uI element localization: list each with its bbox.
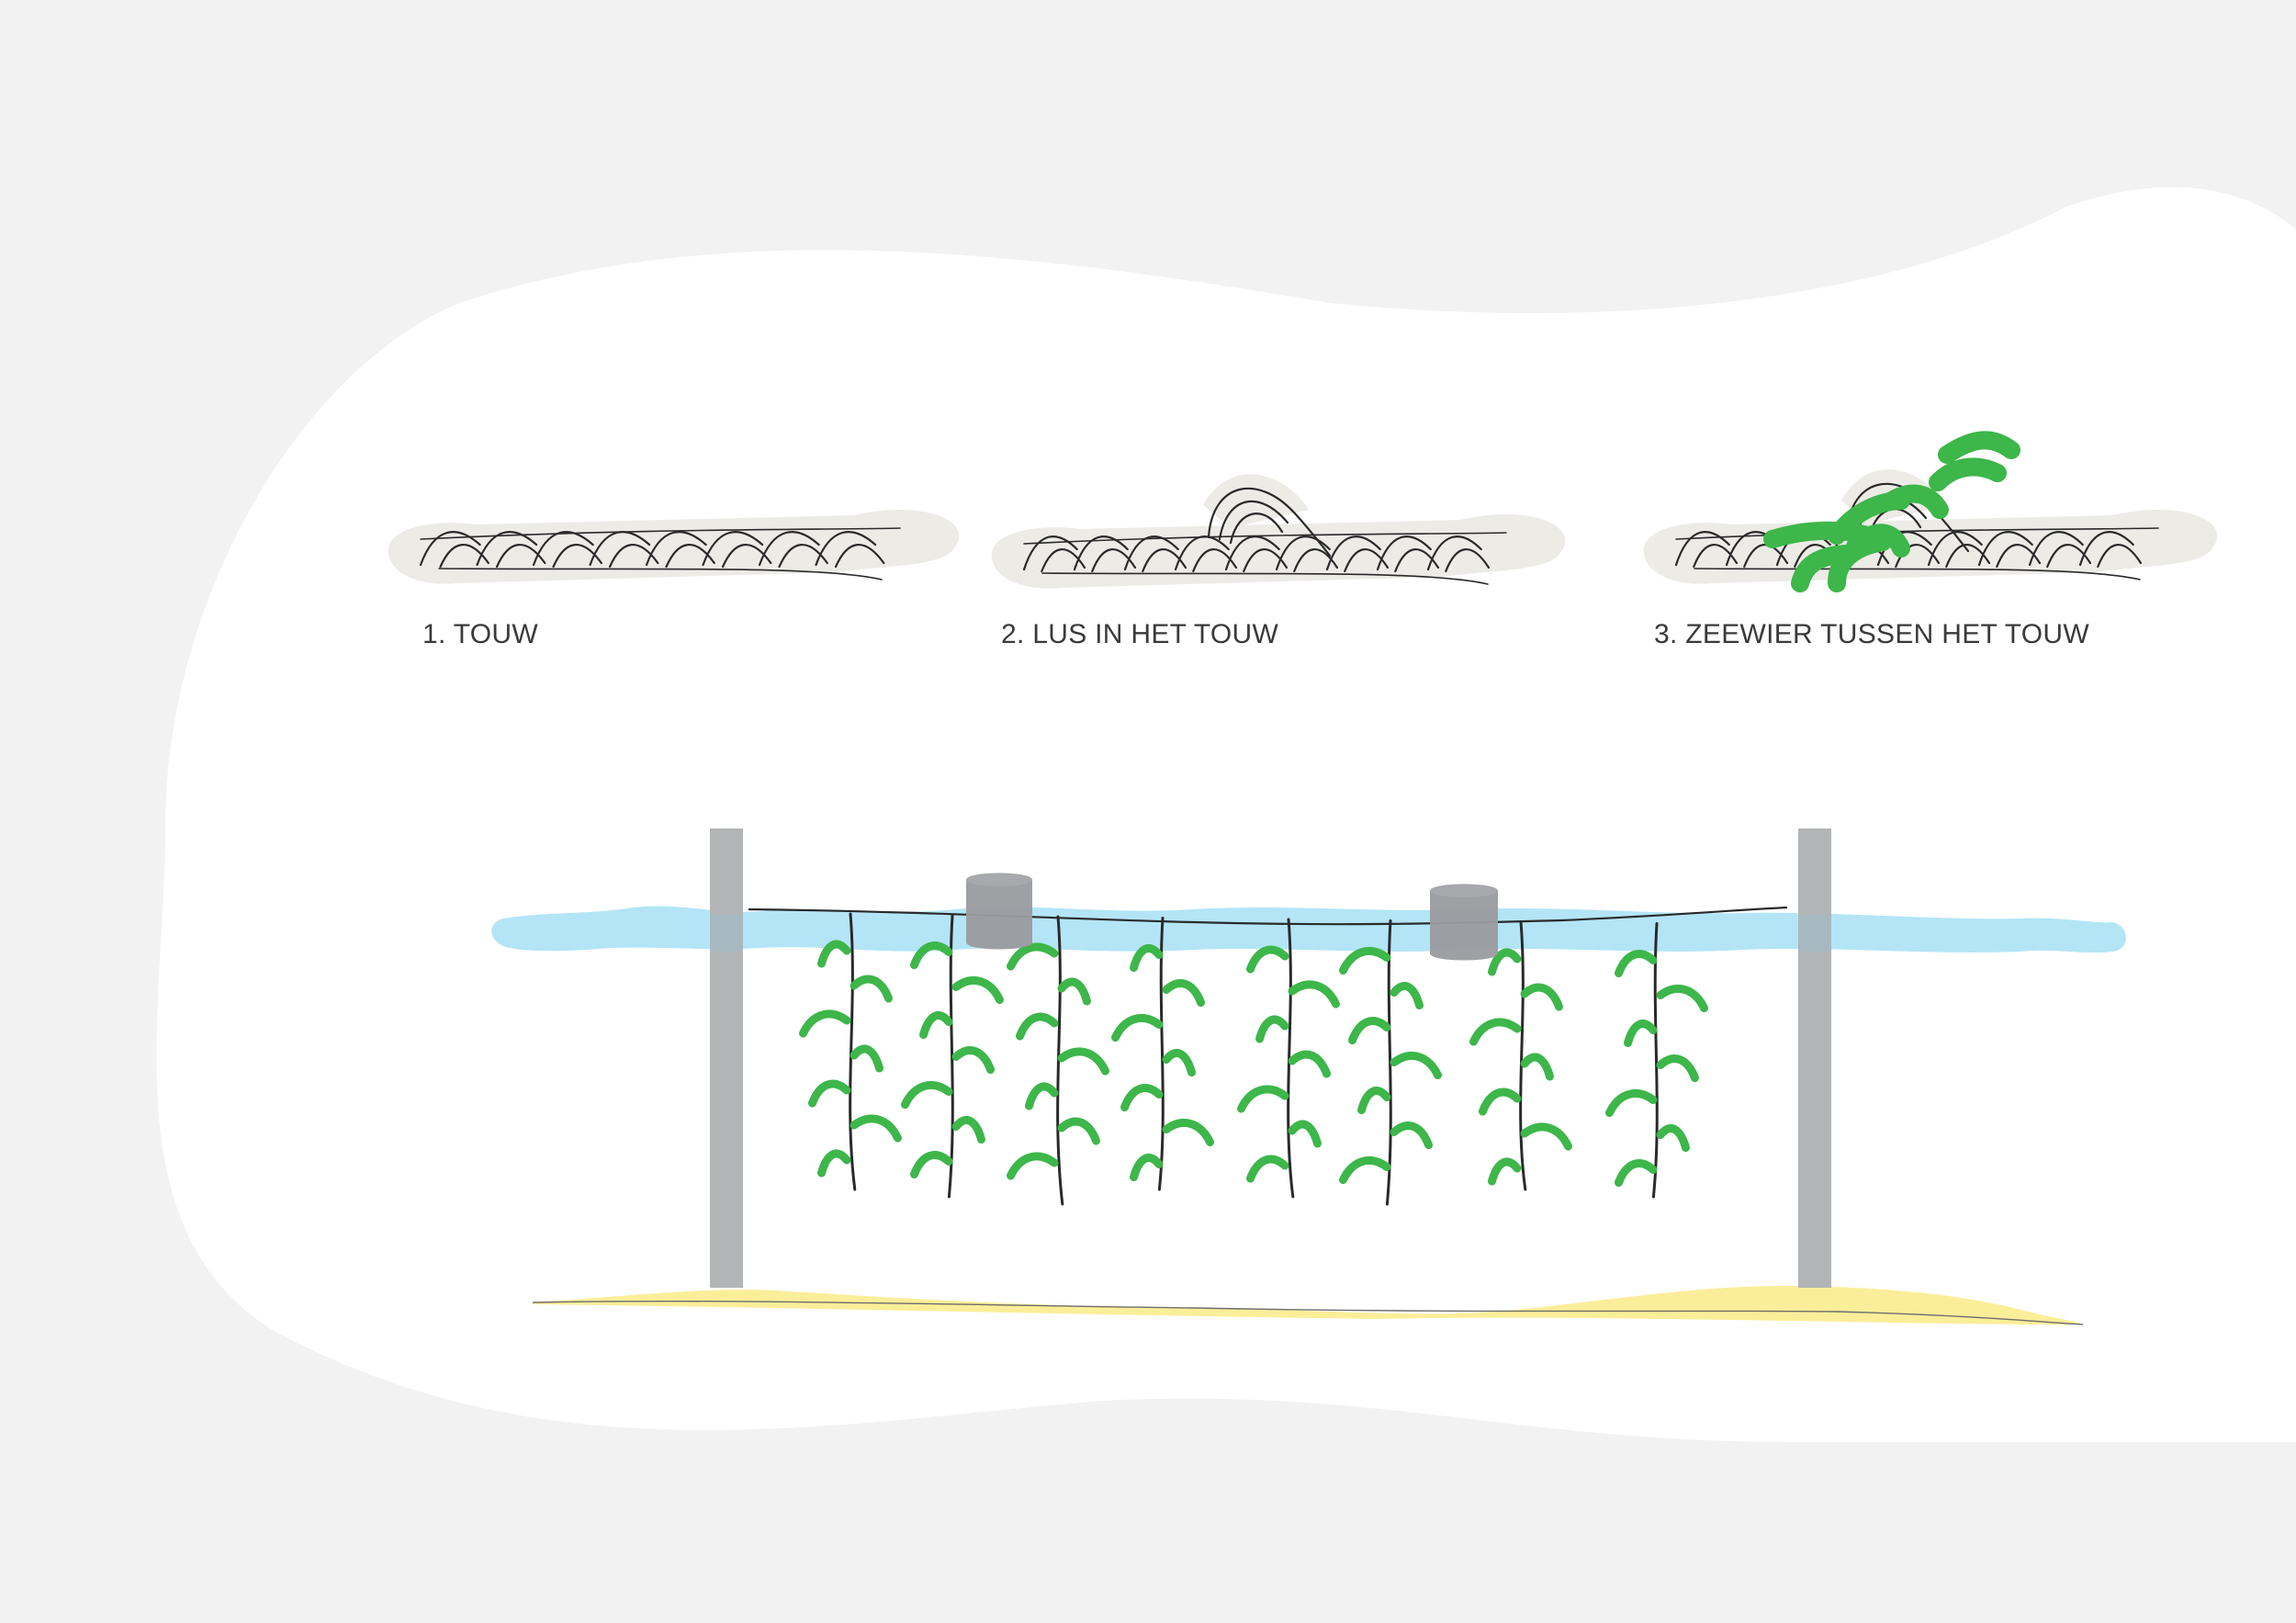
seaweed-blade — [1656, 1124, 1690, 1152]
seaweed-blade — [1390, 1121, 1433, 1149]
seaweed-blade — [1520, 1053, 1554, 1081]
seaweed-blade — [919, 1011, 953, 1039]
seaweed-blade — [1938, 431, 2020, 464]
seaweed-blade — [1479, 1088, 1522, 1116]
rope-step-3 — [1643, 431, 2218, 592]
seaweed-blade — [817, 1149, 851, 1178]
seaweed-blade — [1390, 982, 1424, 1009]
hanging-line — [849, 912, 857, 1191]
seaweed-blade — [850, 1114, 902, 1143]
hanging-line — [1519, 920, 1527, 1191]
seaweed-blade — [1469, 1018, 1522, 1046]
rope-loop — [1207, 487, 1332, 558]
seaweed-blade — [808, 1079, 851, 1108]
water-surface — [491, 906, 2126, 953]
seaweed-blade — [1390, 1051, 1442, 1079]
seaweed-blade — [1237, 1085, 1289, 1113]
seaweed-blade — [1520, 1122, 1572, 1151]
seaweed-blade — [1348, 1017, 1391, 1044]
seaweed-blade — [1162, 979, 1205, 1007]
seaweed-blade — [1339, 1155, 1391, 1184]
seaweed-blade — [1846, 524, 1910, 558]
seaweed-blade — [1120, 1084, 1164, 1111]
seaweed-blade — [1162, 1118, 1214, 1146]
seaweed-blade — [1288, 980, 1340, 1009]
post-right-water-overlap — [1798, 915, 1831, 952]
seaweed-blade — [1016, 1012, 1059, 1041]
seaweed-blade — [1255, 1015, 1289, 1043]
post-left — [710, 828, 743, 1288]
step-1-caption: 1. TOUW — [422, 619, 539, 649]
rope-step-1 — [388, 510, 960, 584]
seaweed-blade — [1246, 1155, 1289, 1183]
seaweed-blade — [910, 1151, 953, 1178]
seaweed-blade — [1007, 942, 1059, 971]
seaweed-blade — [1883, 484, 1949, 519]
seaweed-blade — [951, 1046, 995, 1074]
seabed-sand — [533, 1285, 2083, 1324]
rope-edge — [1023, 532, 1507, 585]
rope-shadow — [991, 514, 1566, 589]
seaweed-blade — [1057, 1047, 1109, 1076]
float-right — [1430, 884, 1498, 961]
seaweed-blade — [850, 975, 893, 1003]
float-left — [966, 873, 1032, 950]
seaweed-blade — [1488, 948, 1522, 976]
seaweed-blade — [850, 1044, 884, 1073]
seaweed-blade — [1791, 545, 1855, 592]
seaweed-blade — [901, 1080, 953, 1109]
seaweed-blade — [1111, 1013, 1164, 1042]
seaweed-blade — [1656, 984, 1708, 1012]
seaweed-blade — [1288, 1050, 1331, 1078]
seaweed-blade — [951, 975, 1004, 1004]
seaweed-blade — [1246, 945, 1289, 974]
seaweed-blade — [817, 940, 851, 968]
hanging-lines — [799, 912, 1708, 1206]
rope-strands — [419, 531, 885, 569]
seaweed-blade — [1025, 1082, 1059, 1110]
seaweed-blade — [1520, 983, 1563, 1011]
seaweed-blade — [1615, 1159, 1658, 1187]
seaweed-blade — [1656, 1054, 1699, 1082]
seaweed-blade — [1162, 1049, 1196, 1076]
seabed-line — [532, 1300, 2084, 1325]
seaweed-blade — [1357, 1087, 1391, 1114]
step-3-caption: 3. ZEEWIER TUSSEN HET TOUW — [1654, 619, 2089, 649]
seaweed-blade — [910, 941, 953, 969]
seaweed-blade — [951, 1116, 985, 1144]
seaweed-farm-scene — [491, 828, 2126, 1325]
seaweed-blade — [1057, 977, 1091, 1006]
seaweed-blade — [1624, 1020, 1658, 1047]
rope-step-2 — [991, 474, 1566, 589]
hanging-line — [1287, 918, 1295, 1199]
step-2-caption: 2. LUS IN HET TOUW — [1001, 619, 1279, 649]
post-right — [1798, 828, 1831, 1288]
post-left-water-overlap — [710, 915, 743, 952]
seaweed-blade — [1130, 944, 1164, 972]
seaweed-blade — [1605, 1088, 1658, 1117]
seaweed-blade — [1615, 950, 1658, 977]
seaweed-blade — [799, 1009, 851, 1038]
seaweed-blade — [1288, 1120, 1322, 1148]
seaweed-blade — [1007, 1152, 1059, 1180]
seaweed-blade — [1057, 1117, 1100, 1145]
seaweed-blade — [1339, 946, 1391, 975]
seaweed-blade — [1130, 1154, 1164, 1181]
background-blob — [156, 186, 2296, 1442]
seaweed-blade — [1488, 1157, 1522, 1186]
seaweed-blade — [1929, 457, 2007, 491]
rope-edge — [420, 527, 901, 580]
